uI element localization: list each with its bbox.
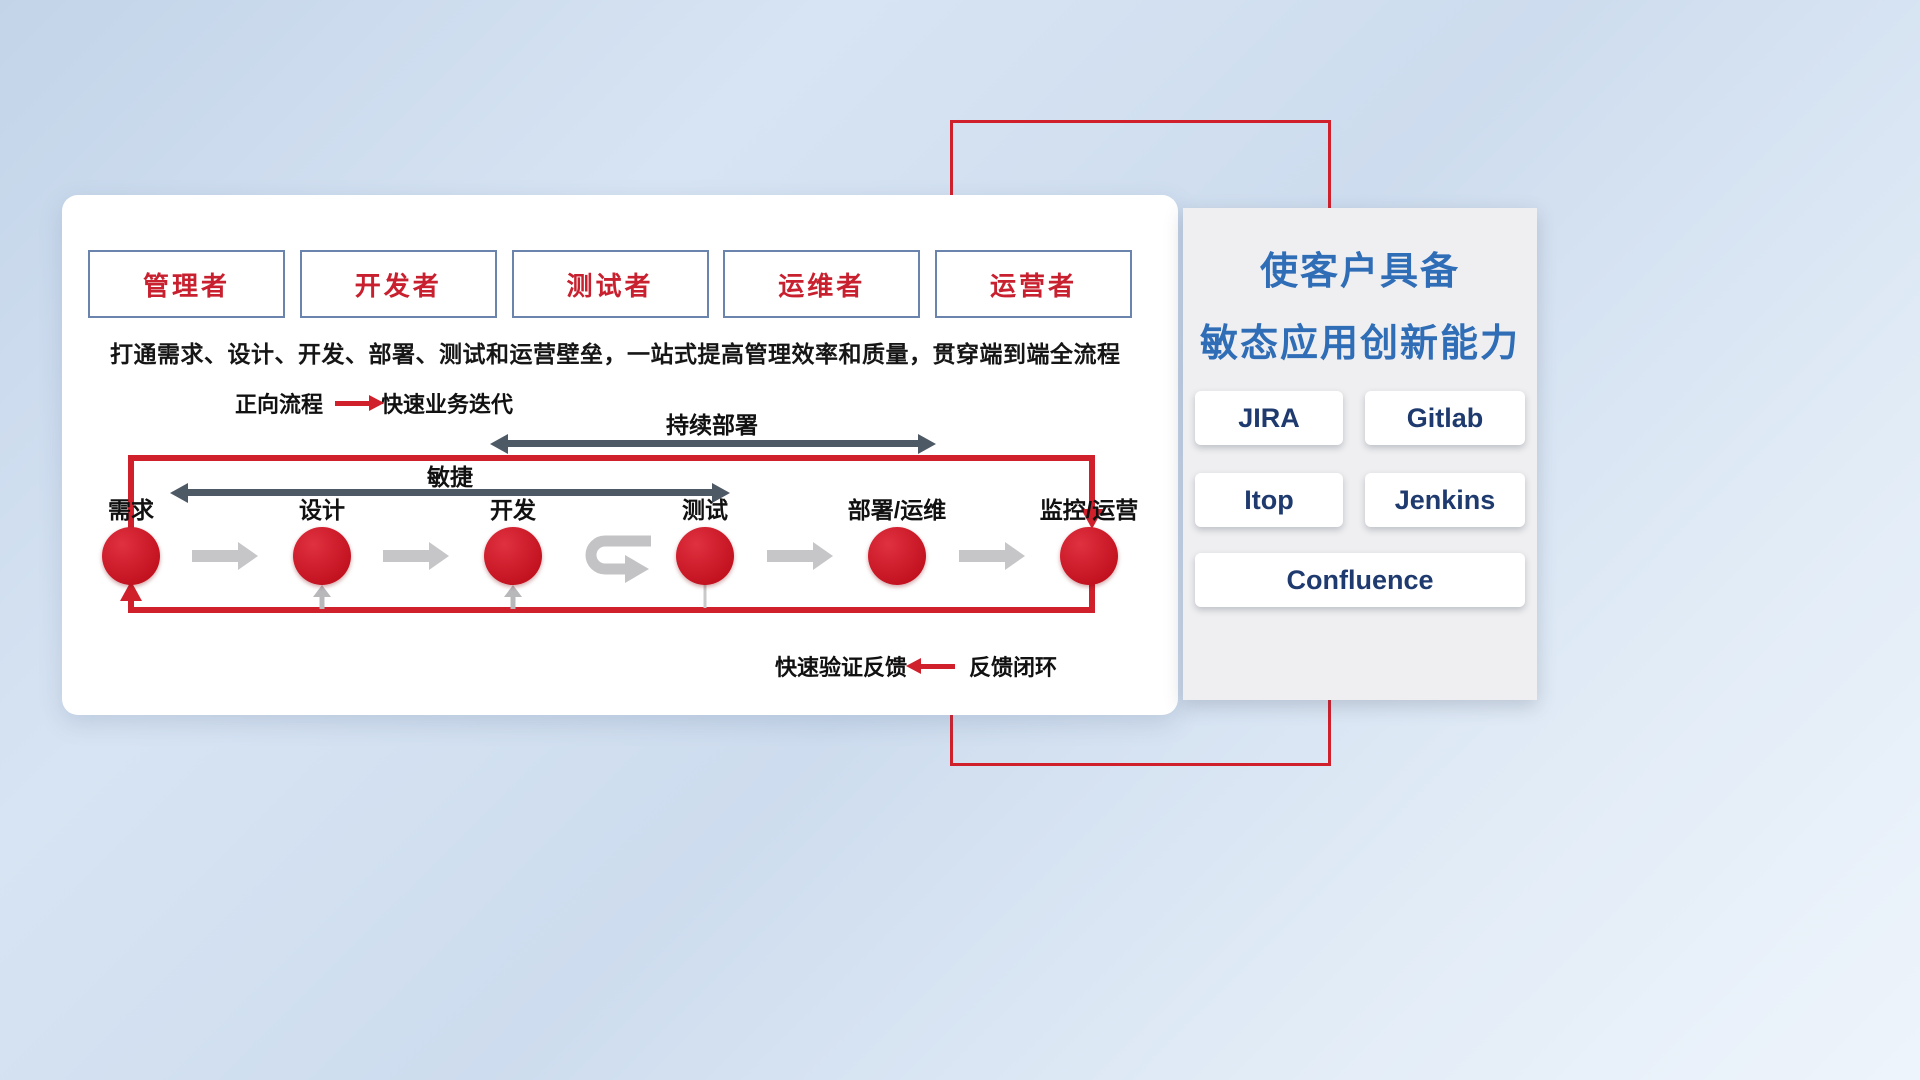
node-design xyxy=(293,527,351,585)
panel-title-line1: 使客户具备 xyxy=(1259,251,1460,293)
tool-jira: JIRA xyxy=(1195,391,1343,445)
legend-feedback-loop: 快速验证反馈 反馈闭环 xyxy=(775,650,1057,682)
agile-label: 敏捷 xyxy=(427,464,473,490)
role-label: 运维者 xyxy=(778,270,866,301)
feedback-branch-arrowhead xyxy=(504,585,522,597)
node-deploy-ops xyxy=(868,527,926,585)
role-box-manager: 管理者 xyxy=(88,250,285,318)
node-monitor-ops xyxy=(1060,527,1118,585)
node-label-test: 测试 xyxy=(682,497,728,523)
role-label: 管理者 xyxy=(142,270,230,301)
role-box-tester: 测试者 xyxy=(511,250,709,318)
role-label: 开发者 xyxy=(354,270,442,301)
feedback-branch-arrowhead xyxy=(313,585,331,597)
flow-arrow-icon xyxy=(959,550,1005,562)
role-label: 运营者 xyxy=(989,270,1077,301)
flow-arrow-icon xyxy=(192,550,238,562)
node-label-monitor-ops: 监控/运营 xyxy=(1039,497,1139,523)
node-develop xyxy=(484,527,542,585)
tool-itop: Itop xyxy=(1195,473,1343,527)
feedback-flow-line xyxy=(128,584,1095,613)
continuous-deploy-label: 持续部署 xyxy=(666,412,758,438)
feedback-desc: 快速验证反馈 xyxy=(775,655,908,680)
node-label-design: 设计 xyxy=(299,497,345,523)
forward-arrow-icon xyxy=(335,400,370,406)
continuous-deploy-arrow-icon xyxy=(508,440,918,447)
role-box-operator: 运营者 xyxy=(935,250,1132,318)
node-requirements xyxy=(102,527,160,585)
node-label-develop: 开发 xyxy=(490,497,536,523)
role-box-ops: 运维者 xyxy=(723,250,921,318)
devops-flow-card: 管理者 开发者 测试者 运维者 运营者 打通需求、设计、开发、部署、测试和运营壁… xyxy=(62,195,1178,715)
feedback-arrow-icon xyxy=(921,663,956,669)
tool-gitlab: Gitlab xyxy=(1365,391,1525,445)
flow-arrow-icon xyxy=(767,550,813,562)
legend-forward-flow: 正向流程 快速业务迭代 xyxy=(235,387,513,419)
loop-arrow-icon xyxy=(585,535,651,583)
node-label-requirements: 需求 xyxy=(108,497,154,523)
tool-confluence: Confluence xyxy=(1195,553,1525,607)
description-text: 打通需求、设计、开发、部署、测试和运营壁垒，一站式提高管理效率和质量，贯穿端到端… xyxy=(110,341,1121,367)
role-box-developer: 开发者 xyxy=(299,250,497,318)
node-label-deploy-ops: 部署/运维 xyxy=(847,497,947,523)
tool-jenkins: Jenkins xyxy=(1365,473,1525,527)
forward-flow-desc: 快速业务迭代 xyxy=(381,392,514,417)
node-test xyxy=(676,527,734,585)
panel-title-line2: 敏态应用创新能力 xyxy=(1199,323,1520,365)
flow-arrow-icon xyxy=(383,550,429,562)
agile-arrow-icon xyxy=(188,489,712,496)
capability-panel: 使客户具备 敏态应用创新能力 JIRA Gitlab Itop Jenkins … xyxy=(1183,208,1537,700)
role-row: 管理者 开发者 测试者 运维者 运营者 xyxy=(88,250,1132,318)
feedback-label: 反馈闭环 xyxy=(969,655,1058,680)
role-label: 测试者 xyxy=(566,270,654,301)
forward-flow-label: 正向流程 xyxy=(235,392,324,417)
